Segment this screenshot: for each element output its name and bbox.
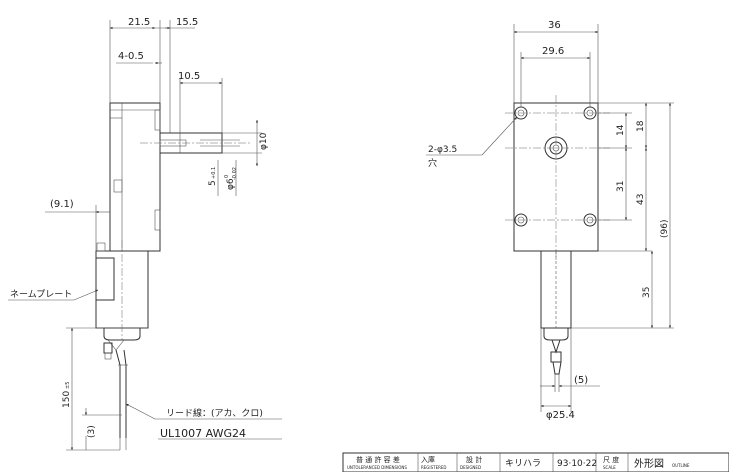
dim-4-0-5: 4-0.5 (118, 51, 144, 62)
dim-10-5: 10.5 (178, 71, 200, 82)
lead-wire-label: リード線：(アカ、クロ) (166, 407, 263, 419)
designed-label-en: DESIGNED (460, 465, 481, 470)
dim-150-tolerance: ±5 (65, 382, 71, 389)
front-view: 36 29.6 2-φ3.5 穴 14 31 18 43 35 (96) (426, 20, 674, 421)
registered-label-en: REGISTERED (421, 465, 446, 470)
hole-callout: 2-φ3.5 (428, 145, 457, 155)
dim-5: 5 (208, 180, 218, 186)
dim-14: 14 (616, 124, 626, 136)
dim-21-5: 21.5 (128, 17, 150, 28)
dim-3: (3) (87, 425, 97, 438)
tolerance-label-en: UNTOLERANCED DIMENSIONS (347, 465, 407, 470)
nameplate (95, 257, 115, 301)
drawing-title-en: OUTLINE (672, 463, 690, 468)
wire-spec-label: UL1007 AWG24 (160, 427, 246, 440)
dim-phi-25-4: φ25.4 (546, 410, 575, 421)
dim-15-5: 15.5 (176, 17, 198, 28)
side-view: 21.5 15.5 4-0.5 10.5 φ10 5 +0.1 φ6 0 -0.… (8, 17, 282, 451)
dim-9-1: (9.1) (50, 199, 74, 210)
title-block: 普 通 許 容 差 UNTOLERANCED DIMENSIONS 入庫 REG… (342, 452, 729, 472)
motor-body-front (540, 250, 572, 375)
dim-phi-6-tol-top: 0 (224, 175, 230, 178)
designer-name: キリハラ (505, 458, 541, 469)
dim-35: 35 (642, 287, 652, 298)
dim-31: 31 (616, 181, 626, 192)
dim-150: 150 (62, 391, 72, 408)
motor-body (95, 240, 149, 351)
drawing-title: 外形図 (634, 458, 664, 470)
gearbox-housing (109, 102, 161, 252)
dim-96: (96) (660, 220, 670, 238)
dim-18: 18 (636, 120, 646, 132)
dim-phi-6: φ6 (226, 178, 236, 190)
scale-label: 尺 度 (603, 455, 619, 464)
dim-phi-10: φ10 (259, 132, 269, 150)
nameplate-label: ネームプレート (10, 289, 72, 300)
registered-label: 入庫 (421, 455, 435, 464)
dim-29-6: 29.6 (542, 46, 564, 57)
dim-5-front: (5) (574, 375, 588, 386)
dim-36: 36 (548, 20, 561, 31)
dim-phi-6-tol-bottom: -0.02 (232, 167, 238, 180)
lead-wires (103, 342, 128, 450)
tolerance-label: 普 通 許 容 差 (356, 455, 400, 464)
output-shaft (140, 132, 250, 154)
drawing-date: 93·10·22 (557, 459, 597, 469)
hole-note: 穴 (428, 157, 437, 169)
scale-label-en: SCALE (603, 465, 616, 470)
dim-43: 43 (636, 194, 646, 205)
dim-5-tolerance: +0.1 (211, 167, 217, 179)
designed-label: 設 計 (466, 455, 482, 464)
